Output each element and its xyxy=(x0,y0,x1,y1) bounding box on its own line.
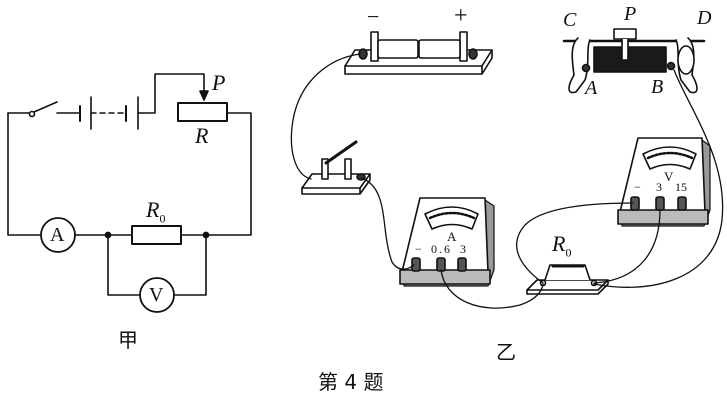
wire-to-slider xyxy=(137,73,205,114)
voltmeter-base xyxy=(617,209,709,225)
r0-base-edge xyxy=(526,279,609,295)
ammeter-device xyxy=(399,197,495,287)
wire-r0-voltmeter-neg xyxy=(516,202,634,284)
voltmeter-device xyxy=(617,137,711,227)
ammeter-terminal-label-neg: − xyxy=(415,242,422,256)
battery-cell-a xyxy=(377,39,419,59)
switch-lever xyxy=(324,140,358,165)
voltmeter-terminal-label-15: 15 xyxy=(675,180,687,194)
rheostat-symbol xyxy=(177,102,228,122)
rheostat-leg-left xyxy=(568,37,591,94)
label-r0-yi-sub: 0 xyxy=(565,245,572,260)
label-r0-yi-main: R xyxy=(552,231,566,256)
voltmeter-letter-jia: V xyxy=(149,284,164,306)
rheostat-end-cap xyxy=(677,45,695,75)
figure-caption: 第 4 题 xyxy=(318,370,384,394)
battery-minus-label: − xyxy=(367,4,380,29)
voltmeter-dial xyxy=(642,146,697,170)
wire-left xyxy=(7,112,41,236)
switch-blade xyxy=(33,101,58,113)
panel-label-yi: 乙 xyxy=(496,340,516,364)
battery-holder xyxy=(344,31,493,75)
switch-post-right xyxy=(344,158,352,180)
wire-right xyxy=(205,112,252,236)
rheostat-coil xyxy=(593,46,667,73)
ammeter-scale xyxy=(428,211,476,220)
rheostat-slider xyxy=(613,28,637,40)
rheostat-label-p: P xyxy=(624,3,637,25)
resistor-r0-symbol xyxy=(131,225,182,245)
voltmeter-letter-yi: V xyxy=(664,169,674,184)
battery-base-edge xyxy=(344,49,493,75)
rheostat-device xyxy=(562,28,706,94)
wire-r0-rheostat-b xyxy=(593,69,724,288)
panel-label-jia: 甲 xyxy=(118,328,138,352)
ammeter-letter-yi: A xyxy=(447,229,457,244)
ammeter-terminal-0-6 xyxy=(436,257,446,272)
voltmeter-symbol xyxy=(139,277,175,313)
wire-switch-ammeter xyxy=(361,177,415,270)
switch-pivot xyxy=(28,110,36,118)
voltmeter-terminal-label-neg: − xyxy=(634,180,641,194)
ammeter-terminal-neg xyxy=(411,257,421,272)
rheostat-label-c: C xyxy=(563,9,577,31)
wire-battery-switch xyxy=(290,53,361,180)
resistor-r0-device xyxy=(526,264,609,295)
knife-switch xyxy=(301,140,371,195)
wires xyxy=(290,53,724,309)
ammeter-terminal-3 xyxy=(457,257,467,272)
rheostat-terminal-a xyxy=(581,63,591,73)
apparatus-yi xyxy=(290,28,724,309)
battery-post-left xyxy=(370,31,379,62)
label-r0-yi: R0 xyxy=(552,231,572,260)
ammeter-dial xyxy=(424,206,479,230)
wire-voltmeter-branch xyxy=(107,234,207,296)
switch-base-edge xyxy=(301,173,371,195)
wire-r0-voltmeter-3 xyxy=(593,209,661,284)
rheostat-slider-contact xyxy=(621,38,629,61)
ammeter-terminal-label-0-6: 0.6 xyxy=(431,242,452,256)
label-rheostat-r-jia: R xyxy=(195,123,209,148)
rheostat-label-a: A xyxy=(585,77,598,99)
label-slider-p-jia: P xyxy=(212,70,226,95)
label-r0-jia-sub: 0 xyxy=(159,211,166,226)
slider-arrow xyxy=(199,90,209,101)
battery-terminal-right xyxy=(468,48,478,60)
switch-post-left xyxy=(321,158,329,180)
battery-plus-label: + xyxy=(454,3,468,29)
voltmeter-terminal-15 xyxy=(677,196,687,211)
voltmeter-terminal-label-3: 3 xyxy=(656,180,662,194)
rheostat-label-d: D xyxy=(697,7,712,29)
voltmeter-terminal-3 xyxy=(655,196,665,211)
label-r0-jia: R0 xyxy=(146,197,166,226)
battery-post-right xyxy=(459,31,468,62)
rheostat-terminal-b xyxy=(666,61,676,71)
label-r0-jia-main: R xyxy=(146,197,160,222)
battery-cell-b xyxy=(418,39,461,59)
ammeter-terminal-label-3: 3 xyxy=(460,242,466,256)
voltmeter-scale xyxy=(646,151,694,160)
rheostat-label-b: B xyxy=(651,76,664,98)
wire-ammeter-r0 xyxy=(440,269,544,309)
schematic-jia xyxy=(7,73,252,313)
ammeter-letter-jia: A xyxy=(50,224,65,246)
